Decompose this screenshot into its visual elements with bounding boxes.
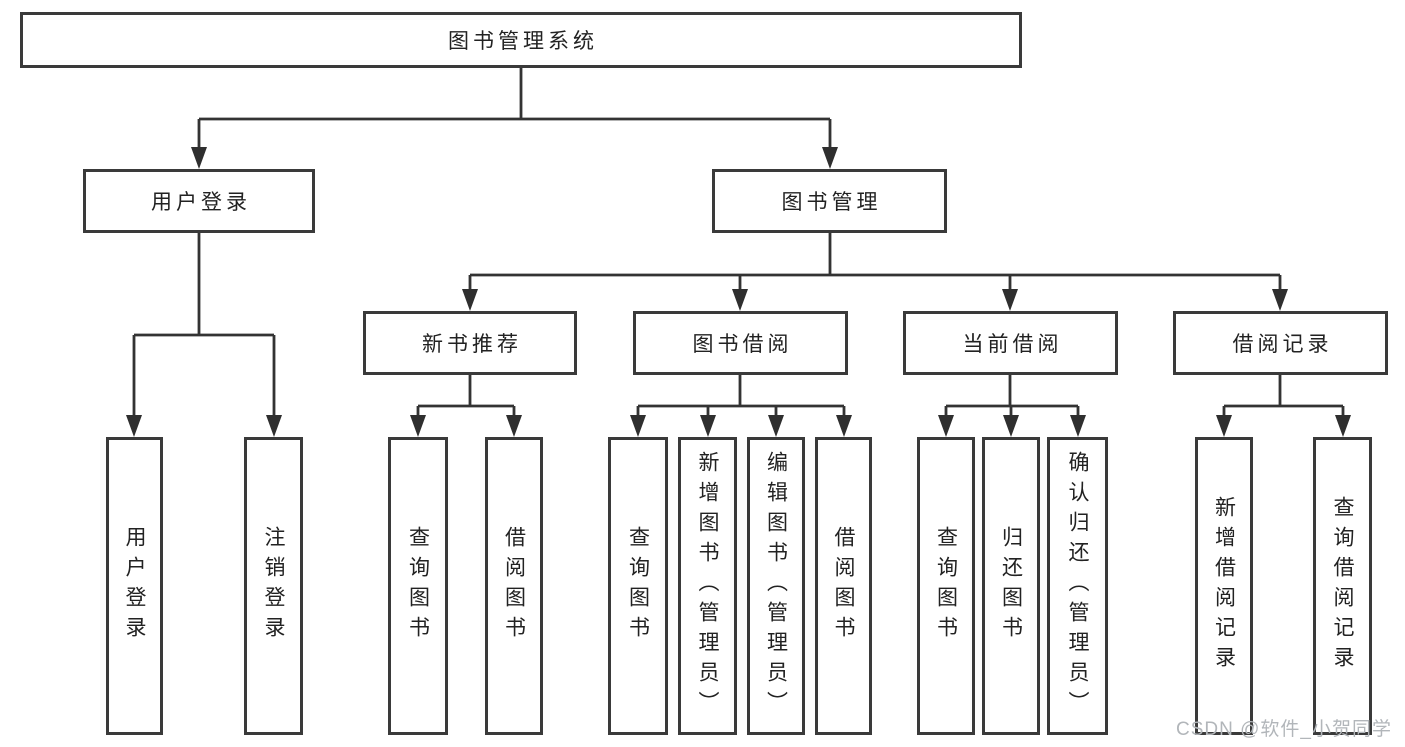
leaf-current-return-books: 归还图书 <box>982 437 1040 735</box>
leaf-current-confirm-return-admin: 确认归还（管理员） <box>1047 437 1108 735</box>
leaf-newbook-query-books: 查询图书 <box>388 437 448 735</box>
node-current-borrow: 当前借阅 <box>903 311 1118 375</box>
node-library-system-label: 图书管理系统 <box>448 30 598 53</box>
node-book-management-label: 图书管理 <box>781 191 882 214</box>
node-borrow-records-label: 借阅记录 <box>1232 333 1333 356</box>
node-user-login: 用户登录 <box>83 169 315 233</box>
leaf-newbook-borrow-books: 借阅图书 <box>485 437 543 735</box>
leaf-borrow-borrow-books: 借阅图书 <box>815 437 872 735</box>
leaf-records-query-borrow-record: 查询借阅记录 <box>1313 437 1372 735</box>
leaf-borrow-query-books: 查询图书 <box>608 437 668 735</box>
leaf-login-user-login: 用户登录 <box>106 437 163 735</box>
node-book-borrow: 图书借阅 <box>633 311 848 375</box>
leaf-borrow-edit-books-admin: 编辑图书（管理员） <box>747 437 805 735</box>
node-new-book-recommend-label: 新书推荐 <box>422 333 522 356</box>
node-book-management: 图书管理 <box>712 169 947 233</box>
node-library-system: 图书管理系统 <box>20 12 1022 68</box>
leaf-records-add-borrow-record: 新增借阅记录 <box>1195 437 1253 735</box>
leaf-login-logout: 注销登录 <box>244 437 303 735</box>
node-borrow-records: 借阅记录 <box>1173 311 1388 375</box>
node-current-borrow-label: 当前借阅 <box>962 333 1063 356</box>
node-new-book-recommend: 新书推荐 <box>363 311 577 375</box>
node-book-borrow-label: 图书借阅 <box>692 333 793 356</box>
node-user-login-label: 用户登录 <box>151 191 251 214</box>
leaf-current-query-books: 查询图书 <box>917 437 975 735</box>
arrowheads <box>126 147 1351 437</box>
leaf-borrow-add-books-admin: 新增图书（管理员） <box>678 437 737 735</box>
csdn-watermark: CSDN @软件_小贺同学 <box>1176 719 1392 740</box>
